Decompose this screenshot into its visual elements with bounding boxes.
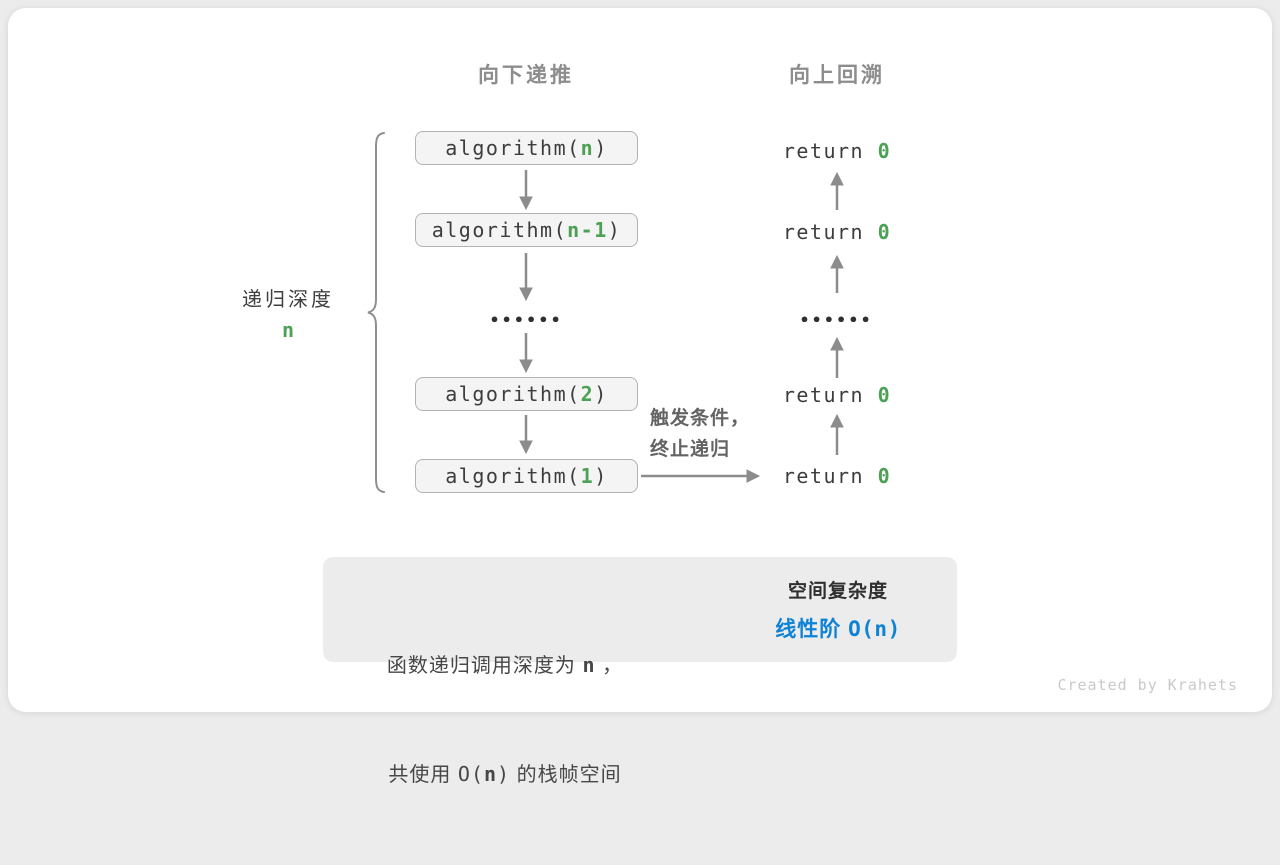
result-prefix: 线性阶 [775,618,849,641]
return-val: 0 [877,383,892,407]
summary-line1: 函数递归调用深度为 n ， [340,647,670,684]
summary-line1-text: 函数递归调用深度为 [386,655,583,677]
result-bigO-open: O( [848,617,875,641]
summary-statement: 函数递归调用深度为 n ， 共使用 O(n) 的栈帧空间 [340,575,670,865]
return-kw: return [782,220,878,244]
call-arg: 1 [580,464,595,488]
summary-box [323,557,957,662]
summary-line1-punct: ， [595,655,624,677]
diagram-stage: 向下递推 向上回溯 递归深度 n algorithm(n) algorithm(… [8,8,1272,786]
summary-line2: 共使用 O(n) 的栈帧空间 [340,756,670,793]
result-value: 线性阶 O(n) [758,613,918,643]
returns-ellipsis: •••••• [799,310,873,330]
return-val: 0 [877,220,892,244]
footer-credit: Created by Krahets [1057,676,1238,694]
return-stmt-3: return 0 [783,383,891,407]
recursion-depth-value: n [281,318,295,342]
call-box-n: algorithm(n) [415,131,638,165]
termination-note-line2: 终止递归 [650,439,731,460]
header-recurse-down: 向下递推 [478,64,574,87]
call-arg: n-1 [567,218,608,242]
call-fn: algorithm( [431,218,568,242]
return-val: 0 [877,139,892,163]
call-box-1: algorithm(1) [415,459,638,493]
result-var: n [874,617,888,641]
summary-result: 空间复杂度 线性阶 O(n) [758,576,918,643]
termination-note: 触发条件， 终止递归 [650,403,750,465]
call-close: ) [594,382,608,406]
call-arg: n [580,136,595,160]
summary-line2-bigO-close: ) [497,762,511,786]
call-fn: algorithm( [445,464,581,488]
call-fn: algorithm( [445,136,581,160]
header-backtrack-up: 向上回溯 [789,64,885,87]
return-stmt-1: return 0 [783,139,891,163]
summary-line2-text1: 共使用 [388,764,458,786]
call-box-2: algorithm(2) [415,377,638,411]
return-val: 0 [877,464,892,488]
call-arg: 2 [580,382,595,406]
result-bigO-close: ) [887,617,901,641]
return-kw: return [782,139,878,163]
calls-ellipsis: •••••• [489,310,563,330]
summary-line2-text2: 的栈帧空间 [510,764,622,786]
call-close: ) [594,136,608,160]
return-stmt-4: return 0 [783,464,891,488]
return-stmt-2: return 0 [783,220,891,244]
call-box-n-1: algorithm(n-1) [415,213,638,247]
result-title: 空间复杂度 [787,581,888,602]
call-fn: algorithm( [445,382,581,406]
recursion-depth-label: 递归深度 [242,289,334,311]
summary-line2-var: n [484,762,498,786]
summary-line2-bigO-open: O( [457,762,484,786]
call-close: ) [594,464,608,488]
return-kw: return [782,464,878,488]
return-kw: return [782,383,878,407]
summary-line1-var: n [582,653,596,677]
termination-note-line1: 触发条件， [650,408,751,429]
call-close: ) [607,218,622,242]
